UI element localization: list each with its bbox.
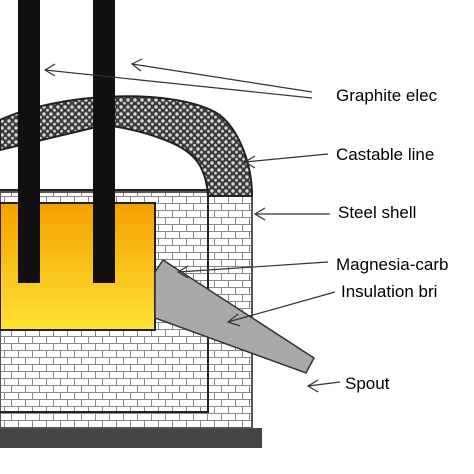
leader-graphite-right [130, 58, 313, 93]
leader-lines [43, 58, 341, 393]
furnace-base [0, 428, 262, 448]
label-spout: Spout [345, 374, 390, 393]
graphite-electrode-right [93, 0, 115, 283]
label-steel-shell: Steel shell [338, 203, 416, 222]
label-magnesia-carbon: Magnesia-carb [336, 255, 448, 274]
leader-graphite-left [43, 63, 313, 99]
label-insulation-bricks: Insulation bri [341, 282, 437, 301]
leader-castable [243, 153, 329, 169]
leader-magnesia [176, 261, 329, 279]
label-castable-lined-roof: Castable line [336, 145, 434, 164]
leader-spout [306, 379, 341, 393]
leader-insulation [226, 291, 336, 327]
leader-steel-shell [253, 207, 330, 221]
graphite-electrode-left [18, 0, 40, 283]
label-graphite-electrodes: Graphite elec [336, 86, 438, 105]
